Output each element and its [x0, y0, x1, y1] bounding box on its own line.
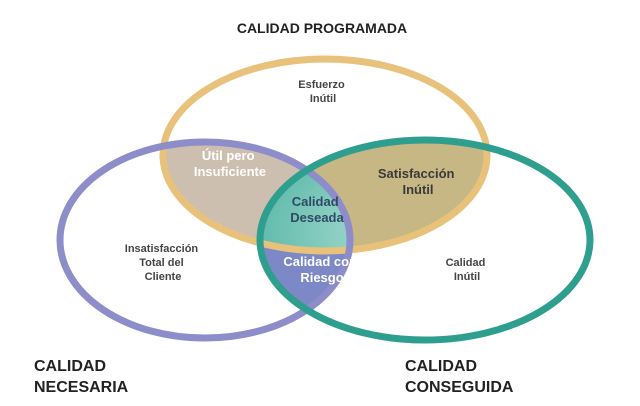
region-label-calidad-inutil-line-2: Inútil [454, 271, 480, 283]
region-label-calidad-con-riesgo: Calidad con Riesgo [283, 254, 360, 285]
set-outline-programada [159, 55, 491, 255]
set-title-necesaria-line-1: CALIDAD [34, 358, 106, 375]
set-title-necesaria-line-2: NECESARIA [34, 379, 129, 396]
region-label-util-pero-insuficiente-line-2: Insuficiente [194, 164, 266, 179]
region-label-insatisfaccion-total-line-1: Insatisfacción [125, 243, 199, 255]
region-label-esfuerzo-inutil-line-1: Esfuerzo [298, 79, 345, 91]
region-label-calidad-deseada: Calidad Deseada [290, 194, 344, 225]
region-label-insatisfaccion-total: Insatisfacción Total del Cliente [125, 243, 201, 283]
region-label-insatisfaccion-total-line-2: Total del [139, 257, 183, 269]
region-label-calidad-inutil-line-1: Calidad [446, 257, 486, 269]
region-label-calidad-con-riesgo-line-2: Riesgo [300, 270, 343, 285]
region-label-satisfaccion-inutil: Satisfacción Inútil [378, 166, 458, 197]
set-title-conseguida-line-2: CONSEGUIDA [405, 379, 514, 396]
region-label-esfuerzo-inutil: Esfuerzo Inútil [298, 79, 348, 105]
set-title-conseguida-line-1: CALIDAD [405, 358, 477, 375]
set-title-necesaria: CALIDAD NECESARIA [34, 358, 129, 396]
region-label-util-pero-insuficiente: Útil pero Insuficiente [194, 148, 266, 179]
region-label-satisfaccion-inutil-line-1: Satisfacción [378, 166, 455, 181]
region-label-calidad-deseada-line-1: Calidad [292, 194, 339, 209]
region-label-calidad-inutil: Calidad Inútil [446, 257, 489, 283]
region-fills [163, 140, 487, 338]
set-title-conseguida: CALIDAD CONSEGUIDA [405, 358, 514, 396]
set-outline-necesaria [56, 138, 354, 342]
set-outline-conseguida [256, 136, 594, 344]
region-label-insatisfaccion-total-line-3: Cliente [145, 271, 182, 283]
set-title-programada: CALIDAD PROGRAMADA [237, 20, 407, 36]
set-outlines [56, 55, 594, 344]
region-label-calidad-con-riesgo-line-1: Calidad con [283, 254, 357, 269]
region-label-satisfaccion-inutil-line-2: Inútil [402, 182, 433, 197]
region-label-util-pero-insuficiente-line-1: Útil pero [202, 148, 255, 163]
region-label-esfuerzo-inutil-line-2: Inútil [310, 93, 336, 105]
region-label-calidad-deseada-line-2: Deseada [290, 210, 344, 225]
